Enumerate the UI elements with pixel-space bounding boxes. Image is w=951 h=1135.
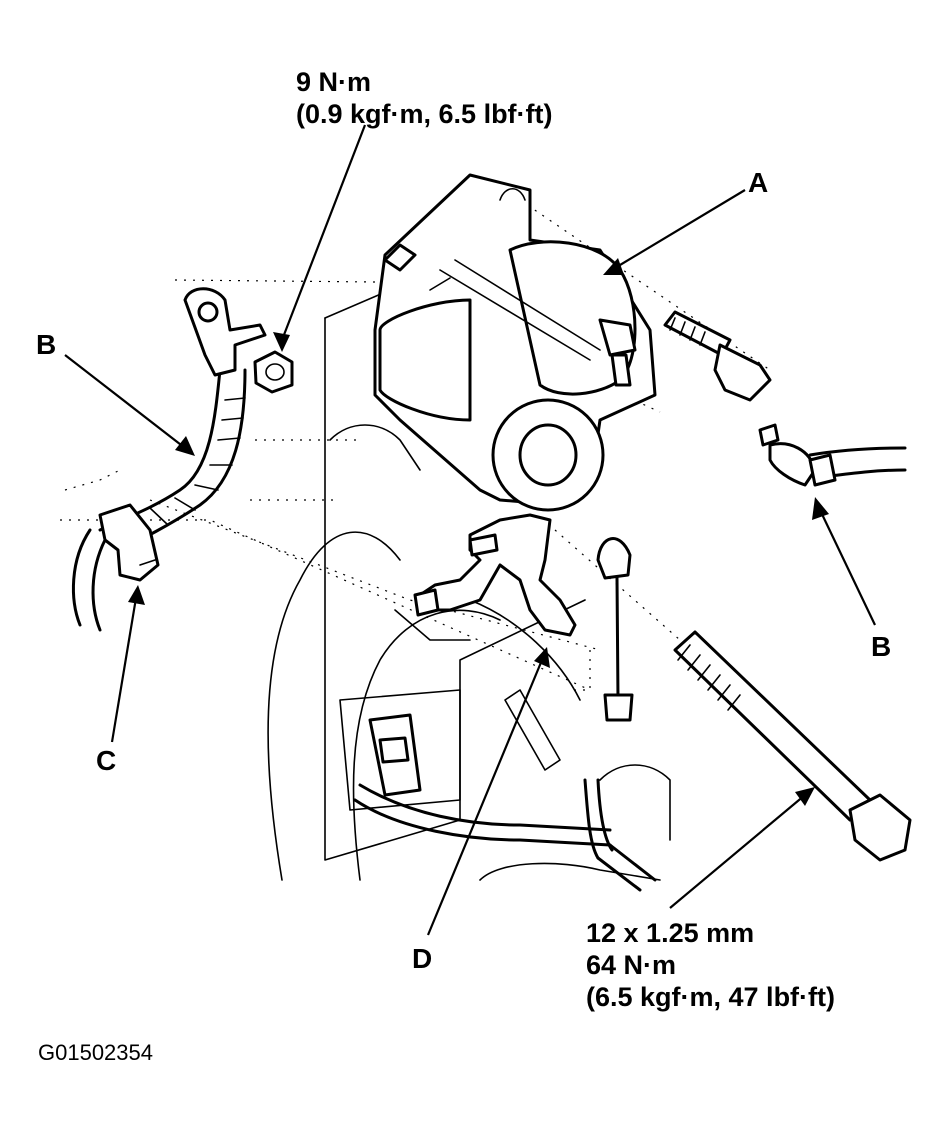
callout-label-b-terminal-cable: B xyxy=(871,631,892,662)
starter-terminal-cable xyxy=(758,423,907,487)
torque-spec-bolt-metric: 64 N·m xyxy=(586,950,677,980)
callout-label-d: D xyxy=(412,943,433,974)
torque-spec-nut: 9 N·m (0.9 kgf·m, 6.5 lbf·ft) xyxy=(296,66,553,130)
alignment-guides xyxy=(60,199,771,691)
starter-upper-bolt xyxy=(663,310,772,402)
cable-clamp xyxy=(72,503,160,632)
torque-spec-bolt-size: 12 x 1.25 mm xyxy=(586,918,755,948)
wiring-harness xyxy=(353,713,657,892)
callout-label-a: A xyxy=(748,167,769,198)
torque-spec-bolt: 12 x 1.25 mm 64 N·m (6.5 kgf·m, 47 lbf·f… xyxy=(586,917,835,1013)
torque-spec-nut-conversion: (0.9 kgf·m, 6.5 lbf·ft) xyxy=(296,99,553,129)
figure-code: G01502354 xyxy=(38,1040,153,1065)
sensor-lead xyxy=(596,537,634,722)
callout-label-c: C xyxy=(96,745,117,776)
torque-spec-nut-metric: 9 N·m xyxy=(296,67,372,97)
leader-lines xyxy=(64,124,876,936)
starter-motor xyxy=(373,173,657,512)
starter-bracket xyxy=(413,513,577,637)
starter-lower-bolt xyxy=(673,630,912,862)
torque-spec-bolt-conversion: (6.5 kgf·m, 47 lbf·ft) xyxy=(586,982,836,1012)
callout-label-b-battery-cable: B xyxy=(36,329,57,360)
